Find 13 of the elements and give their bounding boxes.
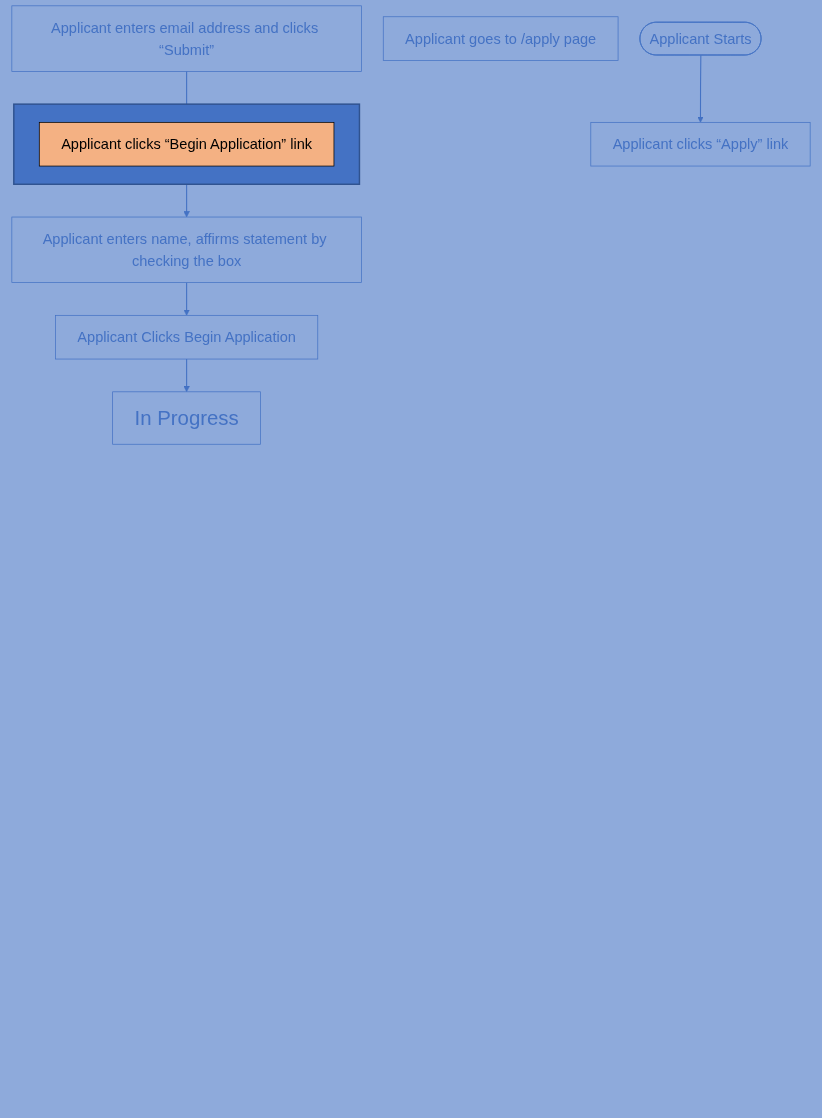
node-box: Applicant goes to /apply page [382, 16, 619, 61]
node-box: Applicant enters email address and clicks “Submit” [11, 5, 362, 72]
arrow [697, 54, 704, 123]
node-box: Applicant Clicks Begin Application [55, 315, 319, 360]
arrow [183, 282, 190, 316]
cluster [13, 103, 361, 185]
node-box: Applicant clicks “Apply” link [590, 122, 811, 167]
arrow [183, 358, 190, 393]
node-box: In Progress [112, 391, 261, 445]
connector [186, 70, 188, 105]
arrow [183, 183, 190, 218]
node-box: Applicant clicks “Begin Application” link [38, 122, 335, 167]
node-box: Applicant enters name, affirms statement by checking the box [11, 216, 362, 283]
